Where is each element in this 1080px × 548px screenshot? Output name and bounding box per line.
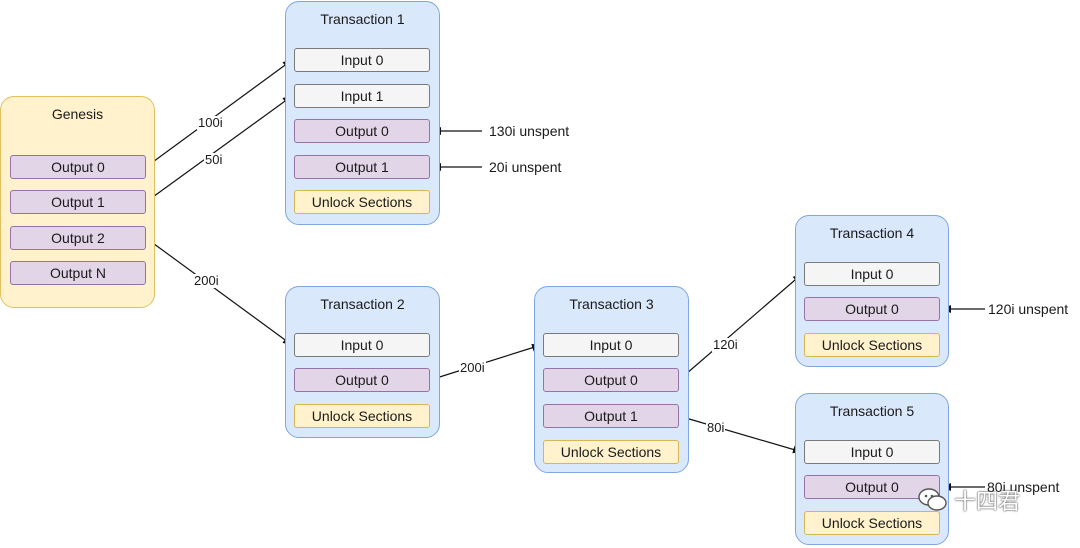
- note-tx1-output-1: 20i unspent: [489, 159, 562, 175]
- transaction-1-node: Transaction 1: [285, 1, 440, 225]
- edge-tx3-o1-to-tx5-i0: [678, 415, 803, 454]
- transaction-5-output-0: Output 0: [804, 475, 940, 499]
- edge-label-120i: 120i: [712, 337, 739, 352]
- transaction-2-input-0: Input 0: [294, 333, 430, 357]
- transaction-3-output-1: Output 1: [543, 404, 679, 428]
- transaction-2-title: Transaction 2: [320, 296, 405, 312]
- transaction-2-unlock-sections: Unlock Sections: [294, 404, 430, 428]
- edge-genesis-o0-to-tx1-i0: [145, 59, 293, 168]
- transaction-1-output-1: Output 1: [294, 155, 430, 179]
- transaction-4-title: Transaction 4: [829, 225, 915, 241]
- wechat-icon: [918, 488, 947, 511]
- transaction-4-input-0: Input 0: [804, 262, 940, 286]
- edge-genesis-o1-to-tx1-i1: [145, 95, 293, 203]
- genesis-output-n: Output N: [10, 261, 146, 285]
- note-tx1-output-0: 130i unspent: [489, 123, 570, 139]
- transaction-5-title: Transaction 5: [829, 403, 915, 419]
- edge-label-50i: 50i: [204, 152, 224, 167]
- edge-tx3-o0-to-tx4-i0: [678, 273, 803, 381]
- transaction-3-title: Transaction 3: [569, 296, 654, 312]
- edge-label-200i-tx2: 200i: [459, 360, 486, 375]
- note-tx4-output-0: 120i unspent: [988, 301, 1069, 317]
- transaction-1-unlock-sections: Unlock Sections: [294, 190, 430, 214]
- transaction-1-input-1: Input 1: [294, 84, 430, 108]
- edge-label-100i: 100i: [197, 115, 224, 130]
- transaction-3-output-0: Output 0: [543, 368, 679, 392]
- edge-label-200i-genesis: 200i: [193, 273, 220, 288]
- edge-label-80i: 80i: [706, 420, 726, 435]
- genesis-output-2: Output 2: [10, 226, 146, 250]
- transaction-1-output-0: Output 0: [294, 119, 430, 143]
- watermark-text: 十四君: [954, 490, 1021, 515]
- note-tx5-output-0: 80i unspent: [987, 479, 1060, 495]
- transaction-5-unlock-sections: Unlock Sections: [804, 511, 940, 535]
- transaction-3-input-0: Input 0: [543, 333, 679, 357]
- genesis-output-0: Output 0: [10, 155, 146, 179]
- transaction-4-output-0: Output 0: [804, 297, 940, 321]
- transaction-3-unlock-sections: Unlock Sections: [543, 440, 679, 464]
- edge-genesis-o2-to-tx2-i0: [145, 237, 293, 346]
- genesis-output-1: Output 1: [10, 190, 146, 214]
- transaction-2-output-0: Output 0: [294, 368, 430, 392]
- watermark: 十四君: [918, 483, 1058, 517]
- transaction-1-input-0: Input 0: [294, 48, 430, 72]
- genesis-title: Genesis: [51, 106, 104, 122]
- transaction-4-unlock-sections: Unlock Sections: [804, 333, 940, 357]
- transaction-1-title: Transaction 1: [320, 11, 405, 27]
- transaction-5-input-0: Input 0: [804, 440, 940, 464]
